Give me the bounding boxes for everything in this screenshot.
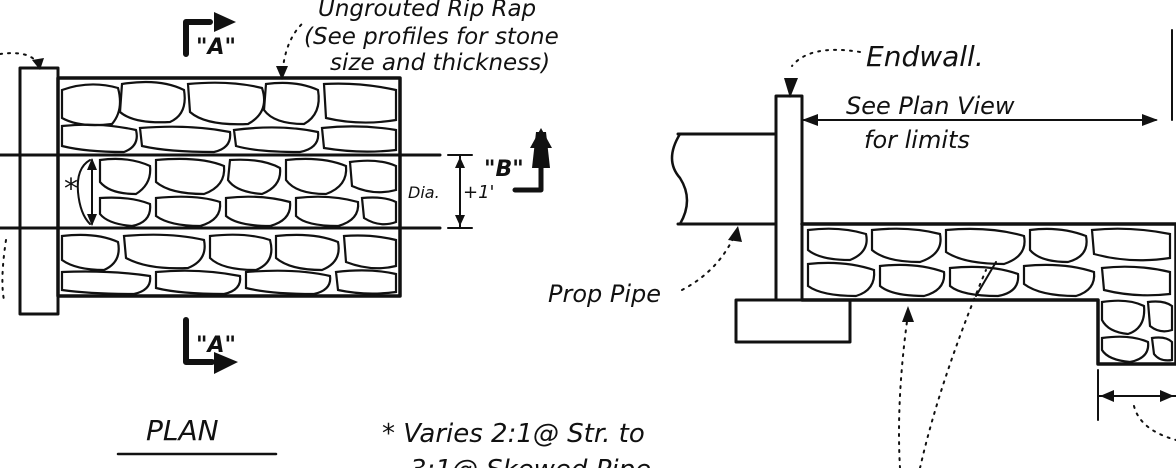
thickness-leader	[1133, 405, 1176, 441]
riprap-leader	[281, 21, 305, 79]
plan-endwall	[18, 66, 60, 316]
section-a-top-marker: "A"	[183, 12, 236, 60]
endwall-footing	[734, 298, 852, 344]
endwall-label: Endwall.	[866, 40, 984, 73]
section-a-bottom-label: "A"	[196, 333, 236, 358]
plan-riprap-boundary	[56, 76, 402, 298]
dia-label: Dia.	[408, 183, 440, 202]
endwall-plan-leader	[0, 52, 39, 65]
varies-arrow-bottom	[87, 214, 97, 226]
prop-pipe-leader	[681, 231, 737, 291]
riprap-note-line2: (See profiles for stone	[304, 24, 559, 50]
see-plan-line2: for limits	[864, 126, 970, 154]
plan-stones	[60, 80, 398, 296]
prop-pipe-label: Prop Pipe	[548, 280, 661, 308]
plan-view: * Dia. +1' "B" "A" "A"	[0, 0, 651, 468]
left-edge-leader	[1, 239, 7, 301]
section-riprap-outline	[800, 222, 1176, 366]
section-a-top-label: "A"	[196, 35, 236, 60]
riprap-bottom-leader-1	[898, 313, 909, 468]
plan-title: PLAN	[146, 414, 219, 447]
section-view: See Plan View for limits Endwall. Prop P…	[548, 29, 1176, 468]
section-b-label: "B"	[484, 157, 524, 182]
asterisk-mark: *	[64, 172, 78, 205]
riprap-bottom-leader-2	[919, 269, 987, 468]
endwall-leader	[791, 48, 861, 67]
endwall-stem	[774, 94, 804, 302]
pipe-break-end	[670, 132, 689, 226]
varies-arrow-top	[87, 158, 97, 170]
section-a-bottom-marker: "A"	[183, 317, 238, 374]
riprap-note-line1: Ungrouted Rip Rap	[318, 0, 536, 22]
varies-dimension-arc	[76, 159, 91, 225]
varies-note-line2: 3:1@ Skewed Pipe	[410, 455, 651, 468]
see-plan-line1: See Plan View	[846, 92, 1015, 120]
plus-one-label: +1'	[463, 182, 494, 203]
varies-note-line1: * Varies 2:1@ Str. to	[382, 419, 645, 449]
section-stones	[806, 227, 1174, 364]
riprap-note-line3: size and thickness)	[330, 50, 550, 76]
